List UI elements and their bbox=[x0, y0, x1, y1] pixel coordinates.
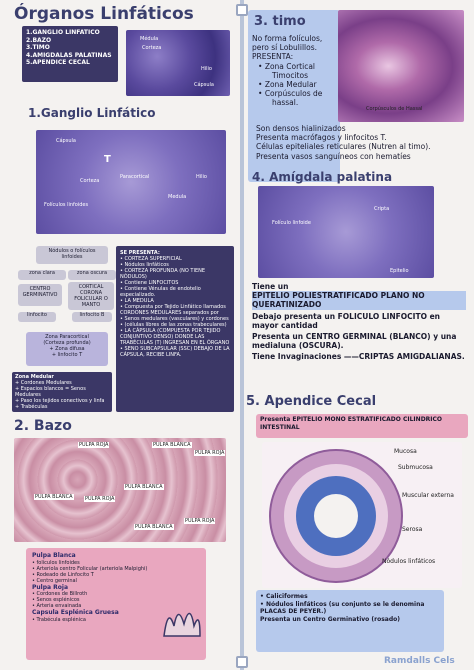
toc-item[interactable]: 4.AMIGDALAS PALATINAS bbox=[26, 51, 112, 59]
paracortical-box: Zona Paracortical (Corteza profunda) + Z… bbox=[26, 332, 108, 366]
timo-text: No forma folículos, pero sí Lobulillos. … bbox=[252, 34, 344, 108]
toc-item[interactable]: 2.BAZO bbox=[26, 36, 52, 44]
page-divider bbox=[240, 0, 244, 670]
appendix-cross-section-icon bbox=[269, 449, 403, 583]
thymus-image: Corpúsculos de Hassal bbox=[338, 10, 464, 122]
section-title-apendice: 5. Apendice Cecal bbox=[246, 394, 377, 409]
divider-handle-bottom[interactable] bbox=[236, 656, 248, 668]
nodulos-title-box: Nódulos o folículos linfoides bbox=[36, 246, 108, 264]
toc-box: 1.GANGLIO LINFATICO 2.BAZO 3.TIMO 4.AMIG… bbox=[22, 26, 118, 82]
apendice-info-box: Caliciformes Nódulos linfáticos (su conj… bbox=[256, 590, 444, 652]
amigdala-text: Tiene un EPITELIO POLIESTRATIFICADO PLAN… bbox=[252, 282, 466, 362]
section-title-ganglio: 1.Ganglio Linfático bbox=[28, 106, 156, 120]
section-title-amigdala: 4. Amígdala palatina bbox=[252, 170, 393, 184]
timo-notes: Son densos hialinizados Presenta macrófa… bbox=[256, 124, 431, 161]
zona-clara-label: zona clara bbox=[18, 270, 66, 280]
watermark: Ramdalls Cels bbox=[384, 656, 455, 666]
villus-sketch-icon bbox=[163, 612, 201, 637]
spleen-image: PULPA ROJA PULPA BLANCA PULPA ROJA PULPA… bbox=[14, 438, 226, 542]
toc-item[interactable]: 3.TIMO bbox=[26, 44, 50, 51]
zona-oscura-label: zona oscura bbox=[68, 270, 116, 280]
page-title: Órganos Linfáticos bbox=[14, 4, 194, 24]
medular-box: Zona Medular + Cordones Medulares + Espa… bbox=[12, 372, 112, 412]
lymph-node-overview-image: Médula Corteza Hilio Cápsula bbox=[126, 30, 230, 96]
section-title-timo: 3. timo bbox=[254, 14, 306, 29]
tonsil-image: Folículo linfoide Cripta Epitelio bbox=[258, 186, 434, 278]
toc-item[interactable]: 5.APENDICE CECAL bbox=[26, 59, 90, 66]
apendice-presenta-box: Presenta EPITELIO MONO ESTRATIFICADO CIL… bbox=[256, 414, 468, 438]
toc-item[interactable]: 1.GANGLIO LINFATICO bbox=[26, 29, 100, 36]
section-title-bazo: 2. Bazo bbox=[14, 418, 72, 434]
ganglio-presenta-box: SE PRESENTA: CORTEZA SUPERFICIAL Nódulos… bbox=[116, 246, 234, 412]
divider-handle-top[interactable] bbox=[236, 4, 248, 16]
linfocito-label: linfocito bbox=[18, 312, 56, 322]
centro-germinativo-box: CENTRO GERMINATIVO bbox=[18, 284, 62, 306]
lymph-node-image: Cápsula T Corteza Paracortical Folículos… bbox=[36, 130, 226, 234]
bazo-info-box: Pulpa Blanca folículos linfoides Arterio… bbox=[26, 548, 206, 660]
cortical-box: CORTICAL CORONA FOLICULAR O MANTO bbox=[68, 282, 114, 310]
linfocito-b-label: linfocito B bbox=[72, 312, 112, 322]
appendix-diagram: Mucosa Submucosa Muscular externa Serosa… bbox=[262, 442, 462, 588]
